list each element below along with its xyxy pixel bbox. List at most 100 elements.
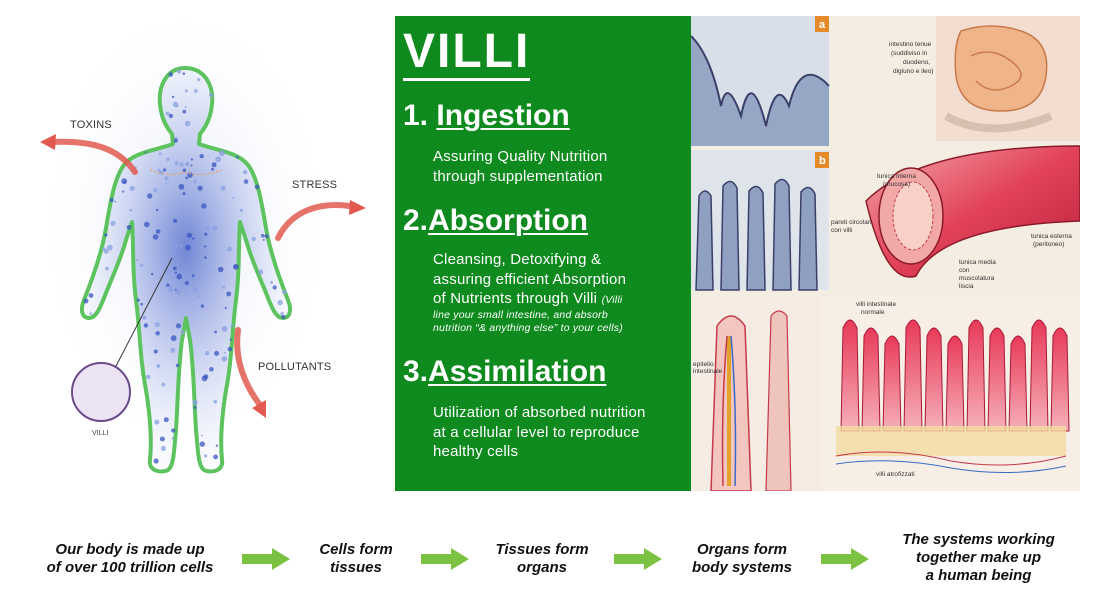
svg-text:normale: normale <box>861 309 885 316</box>
flow-step-line: organs <box>516 559 567 576</box>
cell-dot <box>215 444 219 447</box>
cell-dot <box>281 315 286 319</box>
cell-dot <box>199 441 205 447</box>
cell-dot <box>147 193 153 199</box>
flow-step-systems: Organs form body systems <box>672 541 812 577</box>
toxins-arrowhead <box>40 134 56 150</box>
cell-dot <box>204 232 208 236</box>
step-2-line: of Nutrients through Villi (Villi <box>433 289 688 309</box>
cell-dot <box>172 101 179 108</box>
cell-dot <box>135 258 139 261</box>
flow-step-line: The systems working <box>902 531 1055 548</box>
cell-dot <box>254 184 260 190</box>
anatomy-plate-svg: a b intestino tenue (suddiviso in duoden… <box>691 16 1080 491</box>
cell-dot <box>121 178 128 185</box>
cell-dot <box>200 434 203 437</box>
cell-dot <box>144 151 147 154</box>
cell-dot <box>208 92 214 98</box>
cell-dot <box>175 323 182 329</box>
cell-dot <box>88 293 94 298</box>
cell-dot <box>220 185 226 191</box>
cell-dot <box>102 247 106 251</box>
cell-dot <box>155 208 159 212</box>
cell-dot <box>174 288 177 291</box>
svg-text:(peritoneo): (peritoneo) <box>1033 241 1064 248</box>
label-villi-atrofizzati: villi atrofizzati <box>876 471 915 478</box>
step-1-number: 1. <box>403 99 429 132</box>
cell-dot <box>173 138 178 143</box>
cell-dot <box>153 188 158 193</box>
stress-arrow <box>275 202 353 241</box>
cell-dot <box>203 374 209 379</box>
step-3-line: Utilization of absorbed nutrition <box>433 404 646 421</box>
svg-text:con: con <box>959 267 970 274</box>
cell-dot <box>171 428 176 433</box>
cell-dot <box>172 224 175 227</box>
cell-dot <box>110 220 116 226</box>
pollutants-arrow <box>234 327 263 408</box>
cell-dot <box>153 458 159 464</box>
cell-dot <box>200 304 205 308</box>
step-1-line: Assuring Quality Nutrition <box>433 148 608 165</box>
cell-dot <box>173 218 178 223</box>
cell-dot <box>89 312 92 315</box>
svg-text:(mucosa): (mucosa) <box>883 181 910 188</box>
villus <box>882 335 902 432</box>
cell-dot <box>179 244 183 249</box>
cell-dot <box>175 244 179 248</box>
cell-dot <box>213 399 218 404</box>
cell-dot <box>236 155 239 159</box>
cell-dot <box>211 162 217 168</box>
cell-dot <box>221 325 228 332</box>
flow-step-line: Tissues form <box>495 541 589 558</box>
cell-dot <box>229 338 232 341</box>
cell-dot <box>204 351 210 356</box>
cell-dot <box>209 367 214 372</box>
collarbone-line <box>149 169 223 176</box>
cell-dot <box>212 225 218 232</box>
svg-text:liscia: liscia <box>959 283 974 290</box>
flow-step-line: a human being <box>925 567 1032 584</box>
cell-dot <box>146 374 151 380</box>
step-3-title: Assimilation <box>428 355 607 388</box>
cell-dots <box>83 69 287 464</box>
flow-arrow-1 <box>242 548 290 570</box>
flow-step-line: of over 100 trillion cells <box>46 559 214 576</box>
cell-dot <box>179 162 184 167</box>
cell-dot <box>114 200 117 203</box>
cell-dot <box>243 170 248 175</box>
step-2-number: 2. <box>403 204 429 237</box>
cell-dot <box>190 158 194 161</box>
cell-dot <box>204 454 208 458</box>
cell-dot <box>172 266 177 271</box>
svg-text:tunica interna: tunica interna <box>877 173 916 180</box>
cell-dot <box>175 288 182 295</box>
submucosa-layer <box>836 426 1066 456</box>
cell-dot <box>165 111 170 116</box>
cell-dot <box>221 356 228 362</box>
cell-dot <box>185 244 191 251</box>
flow-step-line: Cells form <box>319 541 393 558</box>
cell-dot <box>193 179 197 184</box>
cell-dot <box>104 233 108 237</box>
cell-dot <box>157 168 161 172</box>
villi-pointer-line <box>114 257 173 369</box>
cell-dot <box>175 363 180 368</box>
cell-dot <box>106 244 113 251</box>
villus <box>1029 319 1049 432</box>
svg-text:digiuno e ileo): digiuno e ileo) <box>893 68 933 75</box>
cell-dot <box>192 286 198 293</box>
cell-dot <box>205 225 211 231</box>
cell-dot <box>129 208 133 212</box>
cell-dot <box>174 271 178 274</box>
flow-step-line: body systems <box>691 559 793 576</box>
cell-dot <box>156 364 161 368</box>
cell-dot <box>143 323 149 328</box>
label-tunica-esterna: tunica esterna (peritoneo) <box>1031 233 1072 248</box>
svg-text:epitelio: epitelio <box>693 361 714 368</box>
cell-dot <box>182 72 186 75</box>
cell-dot <box>282 289 287 295</box>
step-1-heading: 1. Ingestion <box>403 101 570 131</box>
step-1-description: Assuring Quality Nutrition through suppl… <box>433 147 688 186</box>
cell-dot <box>199 154 204 159</box>
